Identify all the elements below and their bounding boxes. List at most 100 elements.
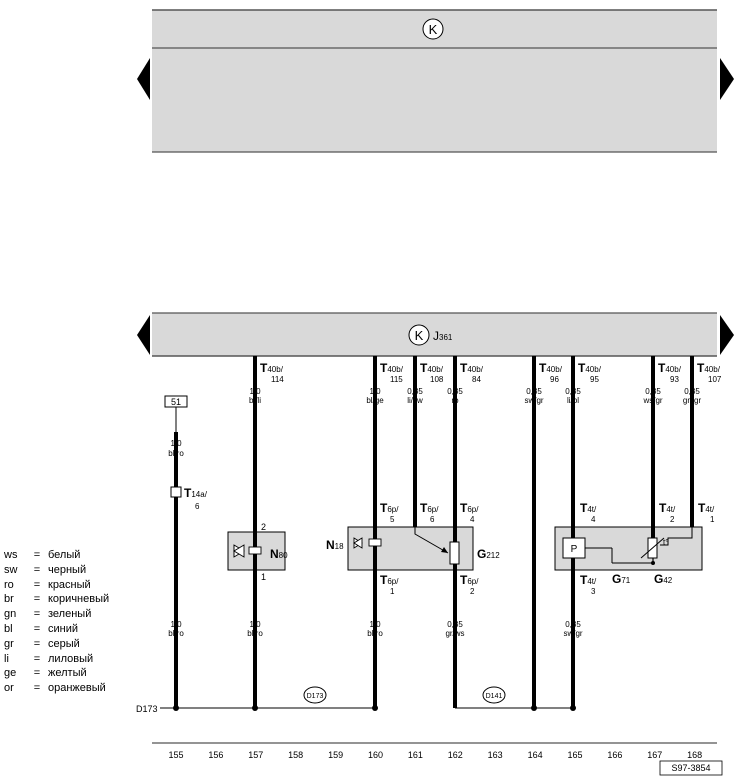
legend-equals: =	[33, 608, 41, 621]
t4t-1-pin: 1	[710, 515, 715, 524]
legend-color-name: желтый	[48, 667, 87, 680]
g42-label: G42	[654, 572, 673, 586]
t6p-6-pin: 6	[430, 515, 435, 524]
component-pin-labels: T6p/ 5 T6p/ 6 T6p/ 4 T4t/ 4 T4t/ 2 T4t/ …	[380, 501, 715, 596]
wire-167-color: ws/gr	[642, 396, 662, 405]
t14a-pin: 6	[195, 502, 200, 511]
t4t-3-label: T4t/	[580, 573, 597, 587]
legend-equals: =	[33, 682, 41, 695]
legend-color-name: оранжевый	[48, 682, 106, 695]
g212-wiper	[414, 527, 449, 554]
legend-color-name: коричневый	[48, 593, 110, 606]
legend-code: ge	[4, 667, 17, 680]
legend-row-li: li=лиловый	[4, 652, 93, 666]
legend-color-name: белый	[48, 549, 81, 561]
n80-coil-icon	[248, 546, 262, 555]
n18-coil-icon	[368, 538, 382, 547]
wire-165-size: 0,35	[565, 387, 581, 396]
legend-code: br	[4, 593, 14, 606]
n80-pin-top: 2	[261, 522, 266, 532]
wire-165-lower-color: sw/gr	[563, 629, 582, 638]
right-arrow-icon	[720, 58, 734, 100]
column-number-164: 164	[528, 750, 543, 760]
t14a-connector-icon	[170, 486, 182, 498]
t6p-4-pin: 4	[470, 515, 475, 524]
main-unit-box	[152, 313, 717, 356]
conn-115-label: T40b/	[380, 361, 404, 375]
wire-168-color: gn/gr	[683, 396, 702, 405]
column-number-159: 159	[328, 750, 343, 760]
n18-label: N18	[326, 538, 344, 552]
conn-107-pin: 107	[708, 375, 722, 384]
junction-157	[252, 705, 258, 711]
legend-equals: =	[33, 667, 41, 680]
conn-95-label: T40b/	[578, 361, 602, 375]
legend-equals: =	[33, 652, 41, 665]
conn-96-label: T40b/	[539, 361, 563, 375]
bubble-d141-label: D141	[486, 693, 503, 700]
wire-164-size: 0,35	[526, 387, 542, 396]
wire-160-lower-size: 1,0	[369, 620, 381, 629]
legend-code: ws	[4, 549, 18, 561]
legend-equals: =	[33, 623, 41, 635]
legend-equals: =	[33, 549, 41, 561]
wire-157-lower-color: bl/ro	[247, 629, 263, 638]
unit-label: J361	[433, 329, 453, 343]
wire-160-lower-color: bl/ro	[367, 629, 383, 638]
legend-row-gr: gr=серый	[4, 637, 80, 651]
legend-code: li	[4, 652, 9, 665]
conn-107-label: T40b/	[697, 361, 721, 375]
column-number-161: 161	[408, 750, 423, 760]
n80-label: N80	[270, 547, 288, 561]
legend-color-name: зеленый	[48, 608, 92, 621]
figure-id: S97-3854	[671, 763, 710, 773]
legend-equals: =	[33, 593, 41, 606]
connector-labels-top: T40b/ 114 T40b/ 115 T40b/ 108 T40b/ 84 T…	[260, 361, 722, 384]
column-number-157: 157	[248, 750, 263, 760]
legend-color-name: черный	[48, 563, 87, 576]
wire-165-color: li/bl	[567, 396, 579, 405]
g212-label: G212	[477, 547, 500, 561]
t6p-2-pin: 2	[470, 587, 475, 596]
t6p-6-label: T6p/	[420, 501, 439, 515]
bubble-d173-label: D173	[307, 693, 324, 700]
legend-row-gn: gn=зеленый	[4, 607, 91, 621]
t6p-1-label: T6p/	[380, 573, 399, 587]
ground-d173-label: D173	[136, 704, 158, 714]
wire-155-color: bl/ro	[168, 449, 184, 458]
top-k-symbol-circle	[422, 18, 444, 40]
legend-equals: =	[33, 578, 41, 591]
main-k-symbol: K	[415, 328, 424, 343]
unit-label-sub: 361	[439, 333, 453, 342]
legend-row-br: br = коричневый	[4, 592, 109, 606]
wire-157-size: 1,0	[249, 387, 261, 396]
junction-160	[372, 705, 378, 711]
legend-code: sw	[4, 563, 18, 576]
t14a-label: T14a/	[184, 486, 208, 500]
column-number-155: 155	[168, 750, 183, 760]
column-number-167: 167	[647, 750, 662, 760]
wire-specs-lower: 1,0 bl/ro 1,0 bl/ro 1,0 bl/ro 0,35 gr/ws…	[168, 620, 583, 638]
wire-155-size: 1,0	[170, 439, 182, 448]
bubble-d141	[482, 686, 506, 704]
figure-id-box	[659, 760, 723, 776]
legend-row-ro: ro=красный	[4, 578, 91, 592]
column-number-163: 163	[488, 750, 503, 760]
t4t-2-label: T4t/	[659, 501, 676, 515]
column-number-156: 156	[208, 750, 223, 760]
main-left-arrow-icon	[137, 315, 150, 355]
conn-114-label: T40b/	[260, 361, 284, 375]
t4t-2-pin: 2	[670, 515, 675, 524]
t6p-5-label: T6p/	[380, 501, 399, 515]
wire-162-lower-size: 0,35	[447, 620, 463, 629]
column-number-168: 168	[687, 750, 702, 760]
wire-157-lower-size: 1,0	[249, 620, 261, 629]
column-number-166: 166	[607, 750, 622, 760]
bubble-d173	[303, 686, 327, 704]
column-number-160: 160	[368, 750, 383, 760]
conn-93-label: T40b/	[658, 361, 682, 375]
conn-115-pin: 115	[390, 375, 403, 384]
conn-84-pin: 84	[472, 375, 481, 384]
